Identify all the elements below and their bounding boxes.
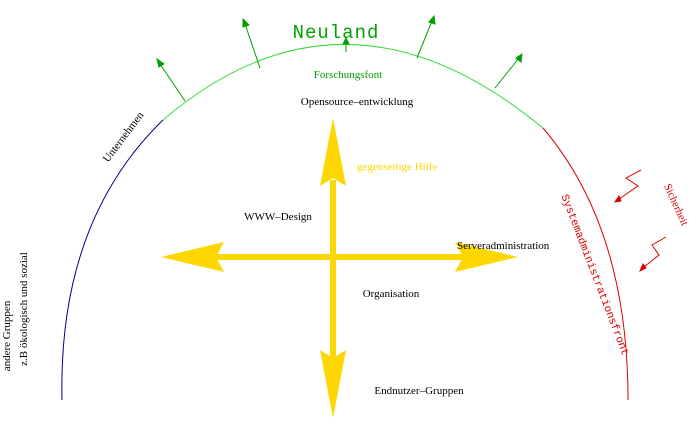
arrow-head-up <box>320 118 346 186</box>
yellow-cross <box>161 118 518 418</box>
outward-arrow <box>242 17 261 69</box>
arrow-head-left <box>161 242 224 272</box>
andere-gruppen-label: andere Gruppen <box>1 300 13 371</box>
neuland-title: Neuland <box>293 22 380 44</box>
outward-arrow <box>416 14 436 59</box>
andere-gruppen-sublabel: z.B ökologisch und sozial <box>18 252 30 366</box>
gegenseitige-hilfe-label: gegenseitige Hilfe <box>357 161 437 173</box>
outward-arrows <box>156 14 523 102</box>
www-design-label: WWW–Design <box>244 211 312 223</box>
systemadministrationsfront-label: Systemadministrationsfront <box>558 193 631 358</box>
sicherheit-label: Sicherheit <box>661 182 690 228</box>
arrow-head-right <box>455 242 518 272</box>
horizontal-shaft <box>215 254 465 260</box>
organisation-label: Organisation <box>363 288 420 300</box>
forschungsfront-arc <box>162 44 544 129</box>
forschungsfront-label: Forschungsfont <box>314 69 382 81</box>
outward-arrow <box>156 57 186 102</box>
unternehmen-label: Unternehmen <box>101 109 147 164</box>
lightning-icon <box>639 236 667 273</box>
arrow-head-down <box>320 350 346 418</box>
lightning-bolts <box>613 169 667 273</box>
systemadministration-arc <box>542 127 629 401</box>
outward-arrow <box>494 52 523 89</box>
outward-arrow <box>342 36 350 52</box>
opensource-label: Opensource–entwicklung <box>301 96 414 108</box>
lightning-icon <box>613 169 642 203</box>
unternehmen-arc <box>61 119 164 401</box>
serveradministration-label: Serveradministration <box>457 240 550 252</box>
endnutzer-label: Endnutzer–Gruppen <box>374 385 464 397</box>
vertical-shaft <box>330 180 336 358</box>
